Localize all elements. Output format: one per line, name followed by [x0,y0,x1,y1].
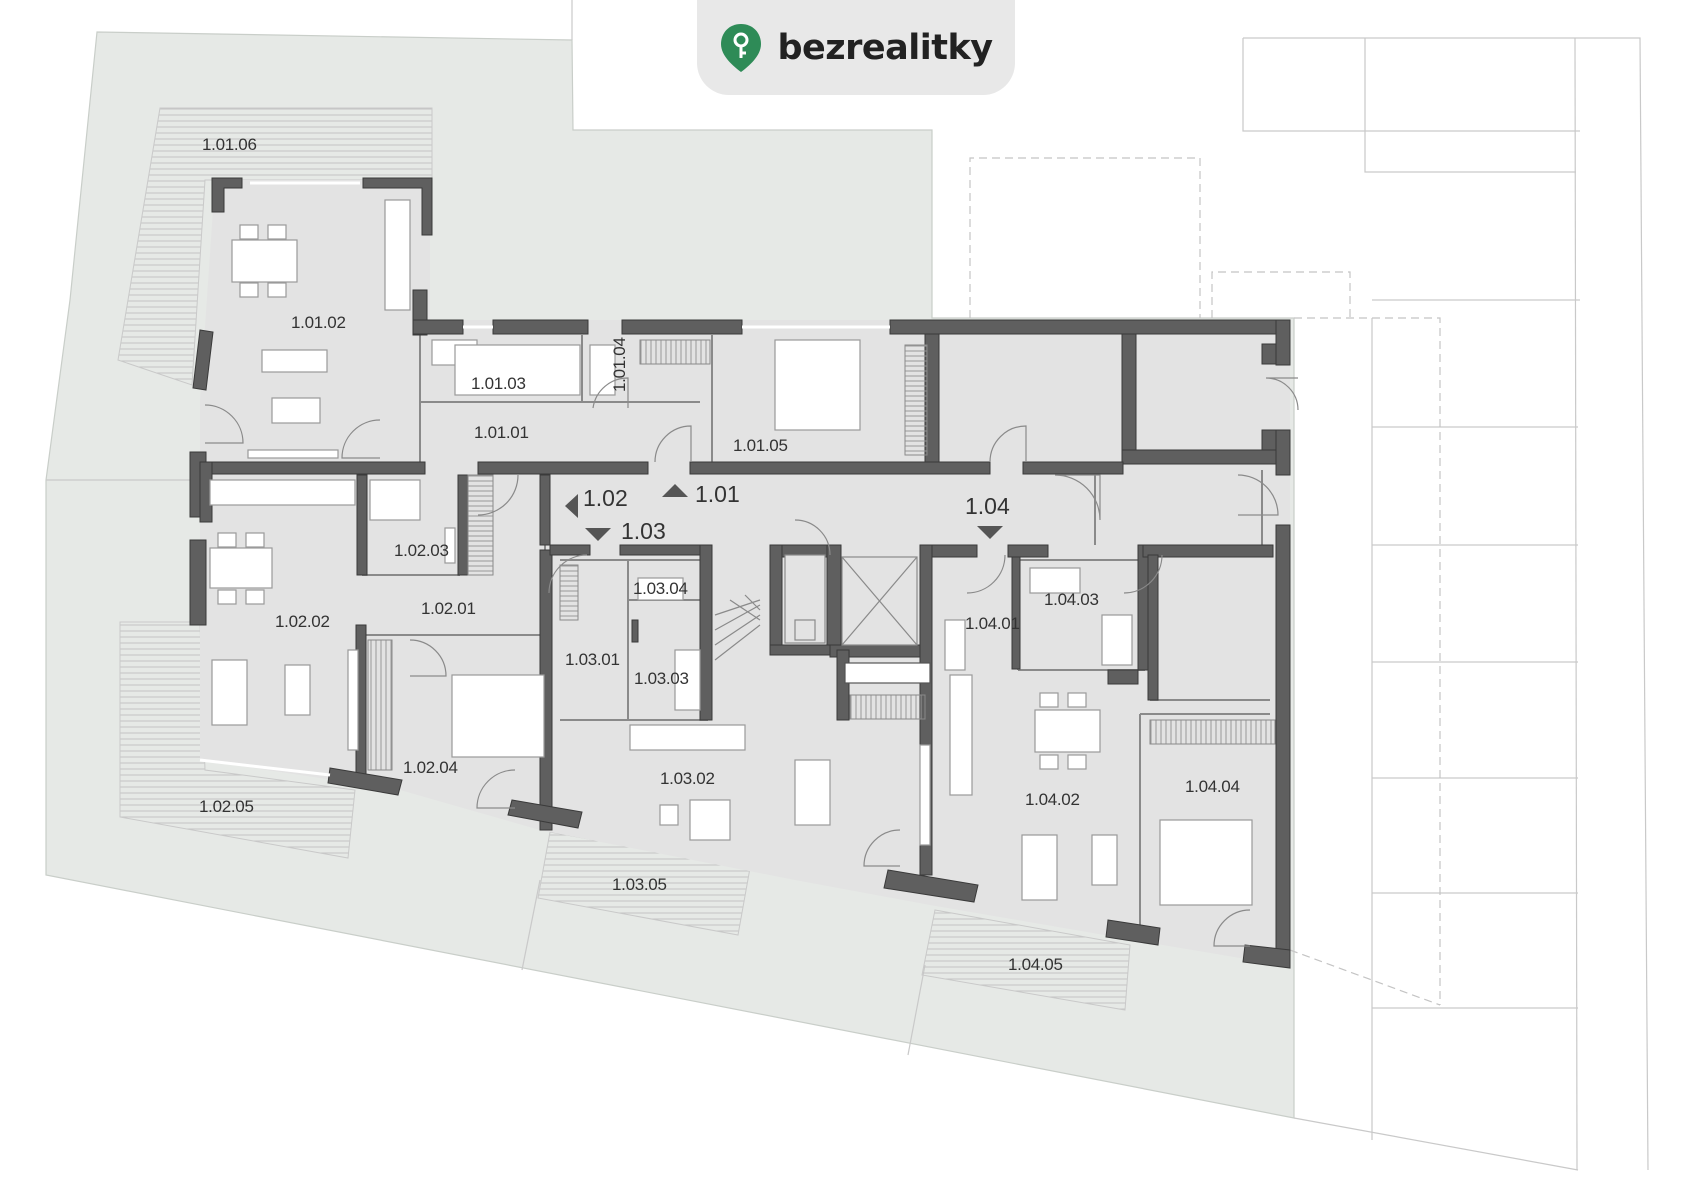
room-label: 1.01.03 [471,374,526,393]
unit-label: 1.02 [583,485,628,511]
arrow-1-02-icon [565,494,578,518]
key-pin-icon [721,23,762,72]
room-label: 1.03.05 [612,875,667,894]
room-label: 1.03.02 [660,769,715,788]
room-label: 1.04.05 [1008,955,1063,974]
room-label: 1.02.04 [403,758,458,777]
arrow-1-04-icon [977,526,1003,539]
room-label: 1.02.01 [421,599,476,618]
arrow-1-01-icon [662,484,688,497]
room-label: 1.02.02 [275,612,330,631]
furniture [209,199,1253,906]
room-label: 1.02.03 [394,541,449,560]
windows [199,181,890,777]
unit-labels: 1.01 1.02 1.03 1.04 [583,481,1010,544]
terraces [117,107,1131,1011]
room-labels: 1.01.06 1.01.02 1.01.03 1.01.04 1.01.01 … [199,135,1240,974]
room-label: 1.01.01 [474,423,529,442]
room-label: 1.01.05 [733,436,788,455]
brand-name: bezrealitky [777,27,993,68]
arrow-1-03-icon [585,528,611,541]
room-label: 1.04.03 [1044,590,1099,609]
room-label: 1.01.06 [202,135,257,154]
brand-logo: bezrealitky [697,0,1015,95]
room-label: 1.03.01 [565,650,620,669]
room-label: 1.01.04 [610,337,629,392]
walls [189,177,1291,969]
unit-label: 1.04 [965,493,1010,519]
wardrobes [367,339,1276,771]
stair-and-lift [714,554,931,684]
room-label: 1.04.04 [1185,777,1240,796]
dashed-outlines [969,157,1441,1006]
entrance-arrows [565,484,1003,541]
room-label: 1.04.01 [965,614,1020,633]
neighbour-plot-lines [46,0,1649,1171]
room-label: 1.03.03 [634,669,689,688]
unit-label: 1.01 [695,481,740,507]
unit-label: 1.03 [621,518,666,544]
room-label: 1.02.05 [199,797,254,816]
room-label: 1.03.04 [633,579,688,598]
room-label: 1.04.02 [1025,790,1080,809]
room-label: 1.01.02 [291,313,346,332]
door-swings [204,377,1299,947]
